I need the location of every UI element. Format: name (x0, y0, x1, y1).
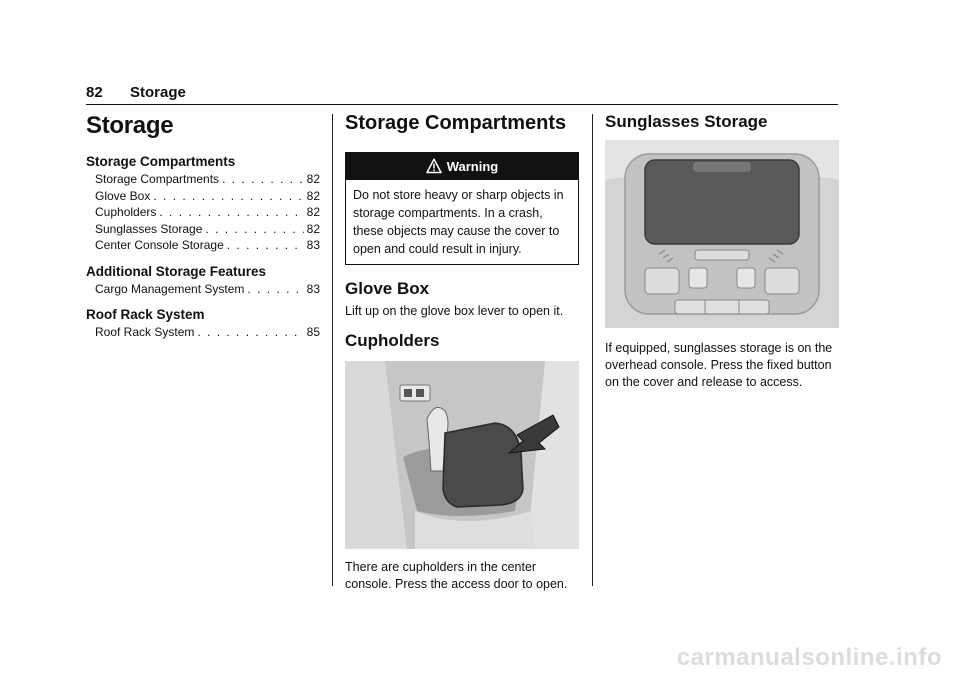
content-column-middle: Storage Compartments Warning Do not stor… (345, 112, 579, 593)
watermark-text: carmanualsonline.info (676, 644, 942, 671)
toc-leader: . . . . . . . . . . . . . . . . . . . . … (197, 325, 303, 339)
page-header: 82 Storage (86, 84, 838, 105)
storage-compartments-title: Storage Compartments (345, 112, 567, 134)
column-divider (592, 114, 593, 586)
toc-leader: . . . . . . . . . . . . . . . . . . . . … (205, 221, 303, 236)
toc-heading: Additional Storage Features (86, 263, 267, 279)
warning-text: Do not store heavy or sharp objects in s… (353, 188, 564, 256)
page-number: 82 (86, 84, 103, 101)
cupholders-title: Cupholders (345, 331, 440, 350)
toc-leader: . . . . . . . . . . . . . . . . . . . . … (159, 205, 303, 219)
warning-header: Warning (346, 153, 578, 180)
toc-group-additional-storage: Additional Storage Features Cargo Manage… (86, 264, 320, 298)
toc-leader: . . . . . . . . . . . . . . . . . . . . … (247, 281, 303, 296)
toc-entry-roof-rack-system[interactable]: Roof Rack System. . . . . . . . . . . . … (95, 325, 320, 339)
toc-leader: . . . . . . . . . . . . . . . . . . . . … (153, 188, 304, 203)
toc-entry-cargo-management[interactable]: Cargo Management System. . . . . . . . .… (95, 281, 320, 296)
sunglasses-storage-illustration (605, 140, 839, 328)
sunglasses-storage-text: If equipped, sunglasses storage is on th… (605, 341, 833, 389)
toc-entry-glove-box[interactable]: Glove Box. . . . . . . . . . . . . . . .… (95, 188, 320, 203)
warning-label: Warning (446, 159, 499, 174)
chapter-title: Storage (86, 112, 174, 139)
warning-box: Warning Do not store heavy or sharp obje… (345, 152, 579, 265)
glove-box-title: Glove Box (345, 279, 430, 298)
content-column-right: Sunglasses Storage If equipped, sunglass… (605, 112, 839, 391)
glove-box-text: Lift up on the glove box lever to open i… (345, 304, 564, 318)
toc-entry-sunglasses-storage[interactable]: Sunglasses Storage. . . . . . . . . . . … (95, 221, 320, 236)
toc-group-storage-compartments: Storage Compartments Storage Compartment… (86, 154, 320, 254)
toc-entry-storage-compartments[interactable]: Storage Compartments. . . . . . . . . . … (95, 172, 320, 186)
toc-entry-center-console-storage[interactable]: Center Console Storage. . . . . . . . . … (95, 238, 320, 252)
warning-icon (425, 156, 442, 174)
cupholders-illustration (345, 361, 579, 549)
toc-group-roof-rack: Roof Rack System Roof Rack System. . . .… (86, 307, 320, 341)
sunglasses-storage-title: Sunglasses Storage (605, 112, 768, 131)
column-divider (332, 114, 333, 586)
section-name: Storage (130, 84, 186, 101)
toc-leader: . . . . . . . . . . . . . . . . . . . . … (226, 238, 304, 252)
toc-entry-cupholders[interactable]: Cupholders. . . . . . . . . . . . . . . … (95, 205, 320, 219)
cupholders-text: There are cupholders in the center conso… (345, 560, 568, 591)
toc-heading: Storage Compartments (86, 154, 236, 169)
toc-leader: . . . . . . . . . . . . . . . . . . . . … (222, 172, 304, 186)
chapter-toc-column: Storage Storage Compartments Storage Com… (86, 112, 320, 341)
toc-heading: Roof Rack System (86, 307, 205, 322)
